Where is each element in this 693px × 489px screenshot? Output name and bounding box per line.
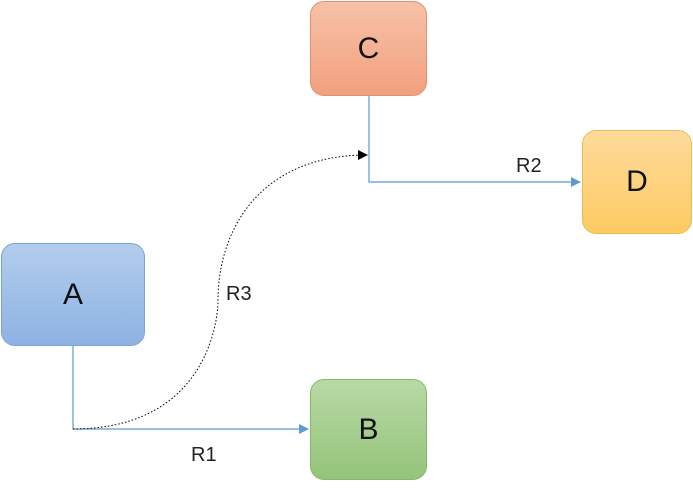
edge-label-r2: R2 bbox=[516, 155, 542, 177]
edge-label-r3: R3 bbox=[226, 283, 252, 305]
edge-label-r1: R1 bbox=[191, 444, 217, 466]
node-c-label: C bbox=[357, 31, 380, 65]
edge-r1 bbox=[72, 346, 309, 434]
node-d[interactable]: D bbox=[582, 130, 692, 234]
edge-r3 bbox=[72, 150, 368, 430]
node-d-label: D bbox=[626, 165, 648, 198]
node-a-label: A bbox=[62, 277, 83, 311]
node-b[interactable]: B bbox=[310, 379, 427, 480]
node-a[interactable]: A bbox=[1, 243, 145, 346]
node-c[interactable]: C bbox=[310, 1, 427, 96]
edge-r2 bbox=[368, 96, 581, 187]
node-b-label: B bbox=[358, 412, 379, 446]
